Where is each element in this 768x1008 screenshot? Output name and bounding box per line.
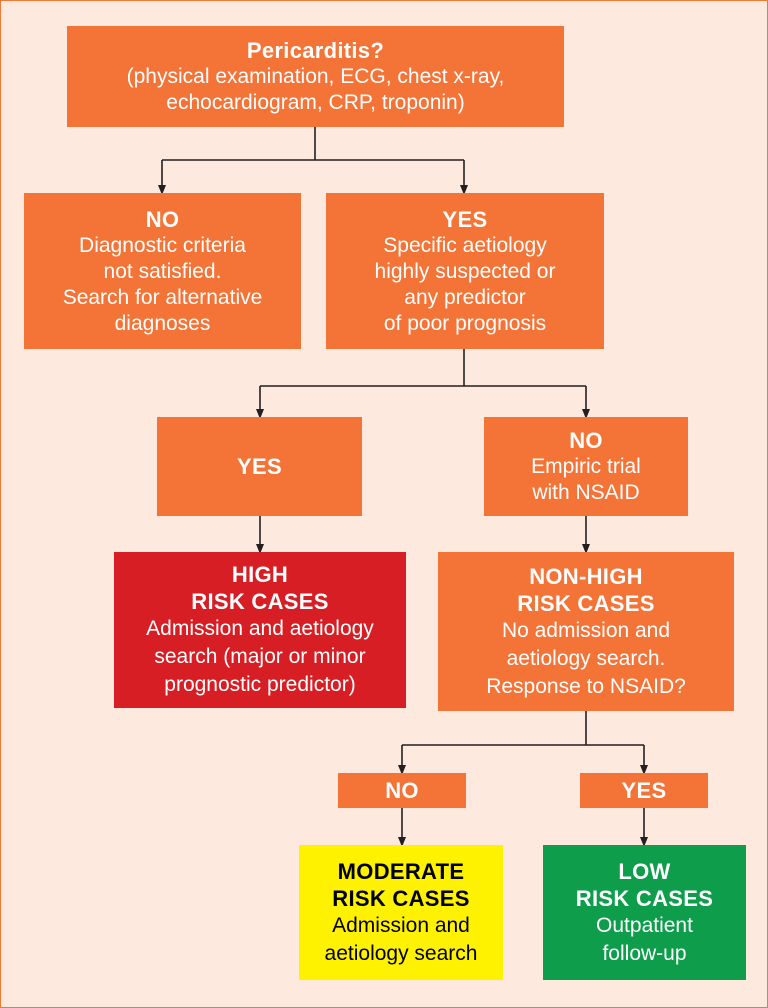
- high-risk-title: HIGH: [231, 562, 289, 587]
- pericarditis-title: Pericarditis?: [246, 38, 385, 63]
- yes-aetiology-box: YES Specific aetiology highly suspected …: [326, 193, 604, 349]
- yes-predictor-box: YES: [157, 417, 362, 516]
- no-predictor-line: with NSAID: [532, 481, 640, 504]
- no-criteria-title: NO: [145, 206, 180, 232]
- non-high-risk-line: Response to NSAID?: [486, 674, 686, 698]
- no-criteria-line: Search for alternative: [62, 285, 263, 309]
- non-high-risk-line: No admission and: [501, 618, 671, 642]
- low-risk-box: LOW RISK CASES Outpatient follow-up: [543, 845, 746, 980]
- no-predictor-line: Empiric trial: [531, 455, 641, 478]
- pericarditis-box: Pericarditis? (physical examination, ECG…: [67, 26, 564, 127]
- no-response-title: NO: [385, 778, 419, 803]
- high-risk-line: prognostic predictor): [164, 673, 356, 696]
- moderate-risk-line: Admission and: [332, 913, 470, 937]
- low-risk-line: Outpatient: [596, 913, 693, 937]
- pericarditis-line-1: (physical examination, ECG, chest x-ray,: [126, 65, 505, 88]
- moderate-risk-title: MODERATE: [337, 858, 465, 884]
- pericarditis-line-2: echocardiogram, CRP, troponin): [166, 91, 465, 114]
- no-criteria-line: not satisfied.: [103, 259, 222, 283]
- high-risk-title: RISK CASES: [191, 589, 329, 614]
- yes-aetiology-line: Specific aetiology: [383, 233, 547, 257]
- yes-aetiology-line: highly suspected or: [374, 259, 556, 283]
- no-criteria-line: Diagnostic criteria: [79, 233, 246, 257]
- high-risk-line: search (major or minor: [154, 645, 366, 668]
- non-high-risk-title: NON-HIGH: [529, 563, 643, 589]
- non-high-risk-line: aetiology search.: [506, 646, 666, 670]
- yes-response-title: YES: [621, 778, 667, 803]
- no-criteria-line: diagnoses: [114, 311, 211, 335]
- no-predictor-title: NO: [569, 428, 603, 453]
- moderate-risk-box: MODERATE RISK CASES Admission and aetiol…: [299, 845, 503, 980]
- yes-aetiology-title: YES: [442, 206, 488, 232]
- low-risk-line: follow-up: [602, 941, 687, 965]
- high-risk-box: HIGH RISK CASES Admission and aetiology …: [114, 552, 406, 708]
- yes-response-box: YES: [580, 773, 708, 808]
- no-response-box: NO: [338, 773, 466, 808]
- yes-predictor-title: YES: [237, 454, 282, 479]
- no-predictor-box: NO Empiric trial with NSAID: [484, 417, 688, 516]
- low-risk-title: RISK CASES: [575, 885, 714, 911]
- high-risk-line: Admission and aetiology: [146, 617, 374, 640]
- no-criteria-box: NO Diagnostic criteria not satisfied. Se…: [24, 193, 301, 349]
- moderate-risk-title: RISK CASES: [332, 885, 470, 911]
- low-risk-title: LOW: [618, 858, 671, 884]
- non-high-risk-box: NON-HIGH RISK CASES No admission and aet…: [438, 552, 734, 711]
- yes-aetiology-line: of poor prognosis: [383, 311, 547, 335]
- moderate-risk-line: aetiology search: [324, 941, 478, 965]
- yes-aetiology-line: any predictor: [404, 285, 526, 309]
- non-high-risk-title: RISK CASES: [517, 590, 655, 616]
